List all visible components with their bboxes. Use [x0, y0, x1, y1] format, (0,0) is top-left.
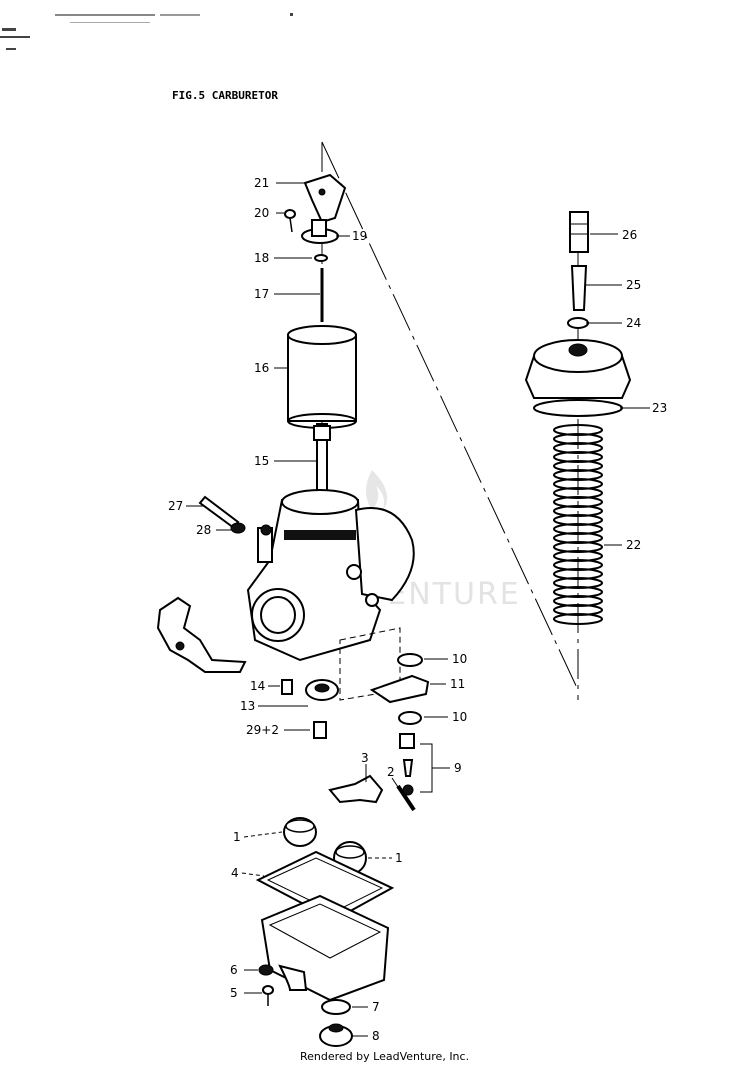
callout-6: 6	[230, 963, 238, 977]
callout-10-lower: 10	[452, 710, 467, 724]
callout-5: 5	[230, 986, 238, 1000]
callout-25: 25	[626, 278, 641, 292]
callout-3: 3	[361, 751, 369, 765]
callout-13: 13	[240, 699, 255, 713]
callout-15: 15	[254, 454, 269, 468]
gasket-part-23	[533, 399, 623, 417]
leader-lines	[186, 182, 650, 1037]
callout-11: 11	[450, 677, 465, 691]
jet-part-14	[281, 679, 293, 695]
screw-part-5	[262, 985, 274, 1006]
callout-21: 21	[254, 176, 269, 190]
callout-14: 14	[250, 679, 265, 693]
callout-22: 22	[626, 538, 641, 552]
plate-part-11	[369, 674, 430, 704]
callout-4: 4	[231, 866, 239, 880]
spring-coil	[553, 613, 603, 625]
adjuster-nut-part	[570, 265, 588, 311]
float-bowl-part	[260, 894, 390, 1002]
mixing-chamber-top-part	[524, 339, 632, 399]
washer-part-10b	[398, 711, 422, 725]
callout-10-upper: 10	[452, 652, 467, 666]
washer-part-10a	[397, 653, 423, 667]
callout-28: 28	[196, 523, 211, 537]
float-arm-part	[328, 774, 384, 804]
render-credit: Rendered by LeadVenture, Inc.	[300, 1050, 469, 1063]
throttle-slide-part	[287, 325, 357, 429]
callout-9: 9	[454, 761, 462, 775]
screw-part-20	[284, 209, 296, 233]
float-needle-part	[399, 733, 415, 796]
pilot-screw-part	[198, 495, 246, 534]
cable-adjuster-part	[569, 211, 589, 253]
float-part-left	[283, 817, 317, 847]
carburetor-body	[246, 489, 415, 701]
clip-part	[314, 254, 328, 262]
callout-26: 26	[622, 228, 637, 242]
callout-19: 19	[352, 229, 367, 243]
figure-title: FIG.5 CARBURETOR	[172, 89, 278, 102]
callout-8: 8	[372, 1029, 380, 1043]
top-cap-part	[301, 219, 339, 244]
callout-27: 27	[168, 499, 183, 513]
callout-1-right: 1	[395, 851, 403, 865]
cap-plate-part	[303, 173, 347, 224]
callout-7: 7	[372, 1000, 380, 1014]
centerline-diagonal	[321, 141, 579, 691]
washer-part-24	[567, 317, 589, 329]
drain-plug-part	[319, 1023, 353, 1047]
scan-noise	[0, 13, 293, 50]
main-jet-part	[313, 721, 327, 739]
washer-part-6	[258, 964, 274, 976]
throttle-lever-part	[156, 596, 247, 673]
float-valve-seat-part	[305, 679, 339, 701]
callout-2: 2	[387, 765, 395, 779]
callout-29-2: 29+2	[246, 723, 279, 737]
callout-23: 23	[652, 401, 667, 415]
callout-18: 18	[254, 251, 269, 265]
o-ring-part	[321, 999, 351, 1015]
callout-16: 16	[254, 361, 269, 375]
callout-1-left: 1	[233, 830, 241, 844]
callout-17: 17	[254, 287, 269, 301]
throttle-spring-part	[553, 424, 603, 625]
callout-24: 24	[626, 316, 641, 330]
float-pin-part	[396, 784, 416, 812]
callout-labels: 21 20 19 18 17 16 15 27 28 26 25 24 23 2…	[168, 176, 667, 1043]
callout-20: 20	[254, 206, 269, 220]
